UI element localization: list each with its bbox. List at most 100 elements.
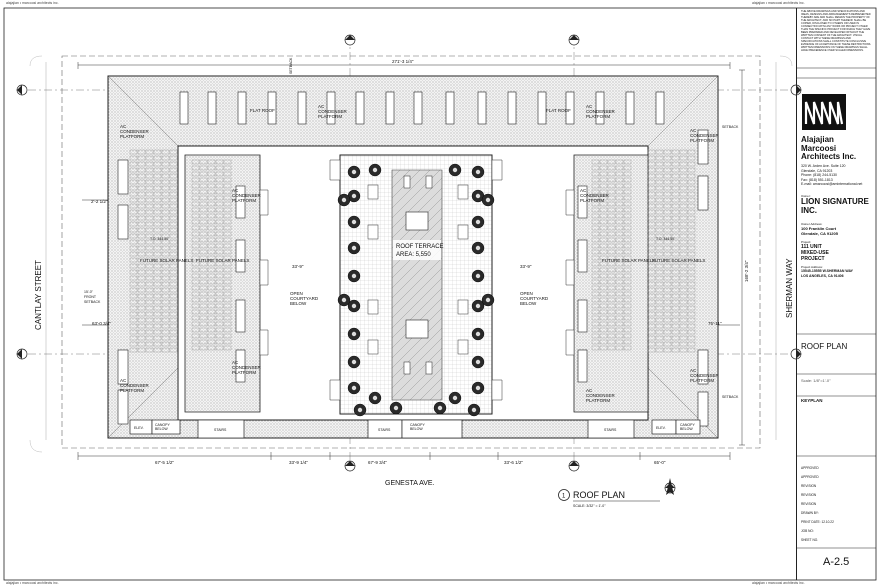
solar-panel [615,171,624,177]
solar-panel [623,339,632,345]
solar-panel [145,173,154,179]
solar-panel [161,173,170,179]
keyplan-label: KEYPLAN [801,398,823,403]
solar-panel [679,149,688,155]
solar-panel [599,303,608,309]
solar-panel [129,329,138,335]
solar-panel [161,329,170,335]
solar-panel [623,213,632,219]
solar-panel [145,185,154,191]
solar-panel [161,257,170,263]
solar-panel [129,245,138,251]
solar-panel [679,269,688,275]
solar-panel [129,185,138,191]
svg-text:65'-0": 65'-0" [654,460,666,465]
tree-trunk [437,405,443,411]
solar-panel [623,189,632,195]
solar-panel [679,173,688,179]
solar-panel [207,261,216,267]
solar-panel [671,281,680,287]
solar-panel [655,341,664,347]
solar-panel [591,159,600,165]
solar-panel [207,279,216,285]
skylight [117,349,129,385]
sheet-number: A-2.5 [823,556,850,568]
solar-panel [615,201,624,207]
core-blocks [129,419,701,439]
solar-panel [137,227,146,233]
solar-panel [199,159,208,165]
svg-text:67'-9 3/4": 67'-9 3/4" [368,460,387,465]
solar-panel [137,263,146,269]
solar-panel [607,297,616,303]
solar-panel [591,339,600,345]
solar-panel [647,299,656,305]
solar-panel [615,255,624,261]
skylight [326,91,336,125]
solar-panel [687,173,696,179]
solar-panel [607,195,616,201]
solar-panel [137,209,146,215]
solar-panel [223,255,232,261]
solar-panel [215,297,224,303]
solar-panel [161,203,170,209]
skylight [477,91,487,125]
solar-panel [623,297,632,303]
street-label-sherman: SHERMAN WAY [785,258,794,318]
solar-panel [223,207,232,213]
skylight [235,299,246,333]
solar-panel [169,335,178,341]
solar-panel [153,227,162,233]
lounge-chair [425,361,433,375]
solar-panel [615,159,624,165]
solar-panel [663,305,672,311]
table [405,319,429,339]
solar-panel [199,195,208,201]
solar-panel [687,269,696,275]
solar-panel [647,263,656,269]
solar-panel [687,203,696,209]
solar-panel [169,293,178,299]
solar-panel [129,263,138,269]
solar-panel [137,341,146,347]
solar-panel [161,209,170,215]
solar-panel [161,347,170,353]
svg-text:STAIRS: STAIRS [604,428,617,432]
bench [367,184,379,200]
firm-name: Alajajian Marcoosi Architects Inc. [801,135,857,161]
solar-panel [199,165,208,171]
solar-panel [207,255,216,261]
solar-panel [215,255,224,261]
solar-panel [655,203,664,209]
solar-panel [161,293,170,299]
solar-panel [607,213,616,219]
solar-panel [623,165,632,171]
solar-panel [663,329,672,335]
solar-panel [137,305,146,311]
solar-panel [655,185,664,191]
tree-trunk [471,407,477,413]
solar-panel [687,233,696,239]
solar-panel [663,293,672,299]
solar-panel [169,173,178,179]
solar-panel [145,287,154,293]
solar-panel [591,309,600,315]
solar-panel [607,291,616,297]
solar-panel [153,191,162,197]
skylight [235,239,246,273]
solar-panel [153,233,162,239]
solar-panel [655,257,664,263]
tree-trunk [475,193,481,199]
solar-panel [679,305,688,311]
solar-panel [169,263,178,269]
solar-panel [599,261,608,267]
solar-panel [207,273,216,279]
solar-panel [647,347,656,353]
skylight [565,91,575,125]
solar-panel [671,245,680,251]
solar-panel [207,213,216,219]
svg-text:33'-9 1/4": 33'-9 1/4" [289,460,308,465]
solar-panel [129,287,138,293]
solar-panel [623,219,632,225]
solar-panel [663,299,672,305]
